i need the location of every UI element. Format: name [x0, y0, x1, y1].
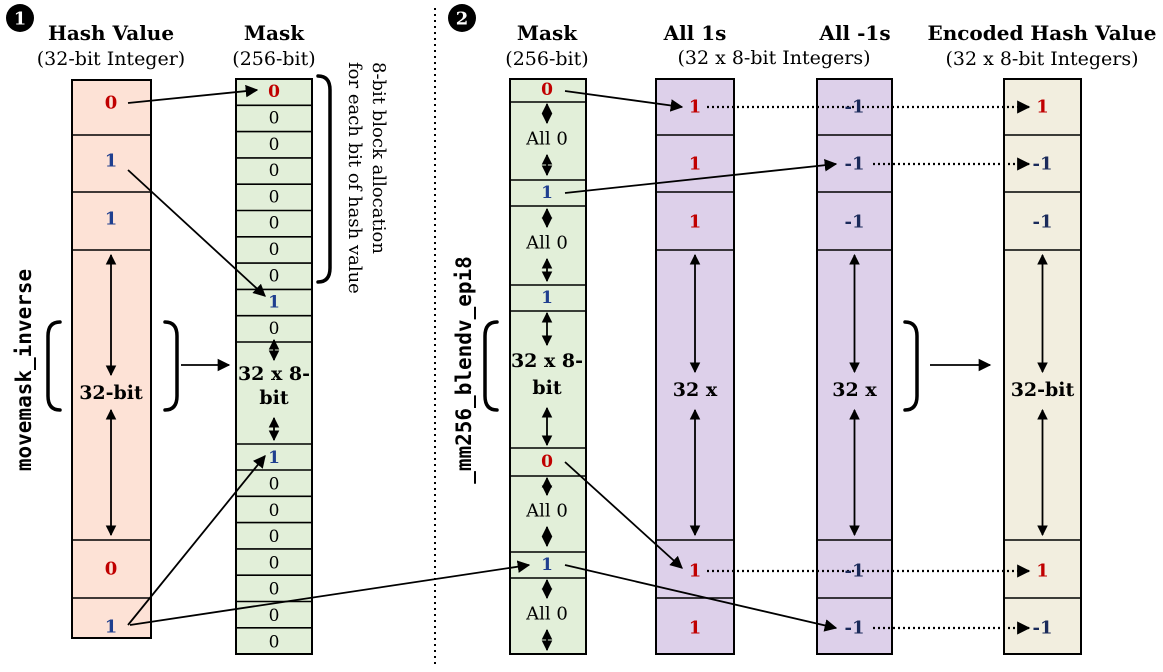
all-neg-ones-cell-0: -1 [845, 97, 865, 118]
encoded-cell-3: 1 [1036, 561, 1049, 582]
blendv-label: _mm256_blendv_epi8 [452, 256, 476, 484]
encoded-column [1003, 78, 1082, 655]
hash-span-label: 32-bit [79, 382, 143, 404]
mask1-bottom-cell-3: 0 [269, 527, 280, 547]
arrow-hash1-to-mask [127, 169, 266, 297]
hash-cell-3: 0 [105, 559, 118, 580]
mask1-bottom-cell-5: 0 [269, 580, 280, 600]
mask1-top-cell-6: 0 [269, 240, 280, 260]
block-allocation-annotation: 8-bit block allocationfor each bit of ha… [344, 62, 389, 294]
all-neg-ones-cell-1: -1 [845, 154, 865, 175]
all-ones-cell-0: 1 [689, 97, 702, 118]
mask2-marker-1: 1 [541, 183, 553, 203]
hash-subtitle: (32-bit Integer) [37, 48, 185, 70]
mask1-top-cell-4: 0 [269, 187, 280, 207]
encoded-title: Encoded Hash Value [927, 21, 1156, 45]
mask2-run-label-3: All 0 [525, 604, 568, 625]
mask1-top-cell-3: 0 [269, 161, 280, 181]
all-neg-ones-cell-3: -1 [845, 561, 865, 582]
mask2-left-bracket [483, 320, 499, 412]
arrow-mask-3-to-ones [564, 461, 683, 569]
all-neg-ones-cell-4: -1 [845, 618, 865, 639]
encoded-cell-2: -1 [1033, 212, 1053, 233]
encoded-span-label: 32-bit [1011, 379, 1075, 401]
mask2-marker-0: 0 [541, 80, 553, 100]
all-ones-cell-1: 1 [689, 154, 702, 175]
mask1-top-cell-5: 0 [269, 214, 280, 234]
mask1-top-cell-2: 0 [269, 135, 280, 155]
hash-cell-1: 1 [105, 151, 118, 172]
mask2-marker-4: 1 [541, 555, 553, 575]
all-ones-cell-4: 1 [689, 618, 702, 639]
annotation-line-1: 8-bit block allocation [368, 62, 389, 254]
hash-cell-4: 1 [105, 617, 118, 638]
movemask-inverse-label: movemask_inverse [12, 269, 36, 471]
mask1-top-cell-1: 0 [269, 108, 280, 128]
mask1-top-cell-7: 0 [269, 266, 280, 286]
badge-1-circle [6, 4, 34, 32]
mask2-span-line-2: bit [532, 377, 562, 399]
arrow-hash-to-mask2 [129, 560, 531, 626]
hash-left-bracket [46, 320, 62, 412]
mask1-column [235, 78, 313, 655]
mask1-bottom-cell-1: 0 [269, 474, 280, 494]
mask1-top-cell-0: 0 [268, 82, 280, 102]
hash-right-bracket [163, 320, 179, 412]
mask1-span-label: 32 x 8-bit [238, 363, 310, 409]
mask1-annotation-bracket [316, 74, 332, 284]
mask1-bottom-cell-4: 0 [269, 553, 280, 573]
hash-title: Hash Value [48, 21, 174, 45]
mask1-title: Mask [244, 21, 305, 45]
all-ones-span-label: 32 x [673, 379, 718, 401]
hash-cell-0: 0 [105, 93, 118, 114]
badge-1-number: 1 [14, 9, 27, 30]
labels: 1 2 movemask_inverse _mm256_blendv_epi8 Hash… [12, 9, 1157, 653]
arrow-mask-0-to-ones [564, 90, 684, 112]
all-neg-ones-title: All -1s [818, 21, 890, 45]
arrow-hashlast-to-mask [127, 455, 266, 626]
encoded-subtitle: (32 x 8-bit Integers) [945, 48, 1138, 70]
mask2-run-label-0: All 0 [525, 129, 568, 150]
encoded-cell-1: -1 [1033, 154, 1053, 175]
all-neg-ones-span-label: 32 x [832, 379, 877, 401]
neg-ones-right-bracket [903, 320, 919, 412]
mask1-span-line-2: bit [259, 387, 289, 409]
arrow-hash0-to-mask [127, 84, 259, 104]
mask2-title: Mask [517, 21, 578, 45]
all-ones-title: All 1s [663, 21, 727, 45]
arrows-and-braces [46, 8, 1048, 668]
mask2-span-label: 32 x 8- bit [511, 350, 583, 399]
all-neg-ones-cell-2: -1 [845, 212, 865, 233]
mask2-run-label-1: All 0 [525, 233, 568, 254]
arrow-mask-1-to-neg-ones [564, 158, 838, 194]
encoded-cell-4: -1 [1033, 618, 1053, 639]
mask1-subtitle: (256-bit) [232, 48, 315, 70]
all-columns-subtitle: (32 x 8-bit Integers) [677, 47, 870, 69]
mask2-run-label-2: All 0 [525, 501, 568, 522]
mask2-subtitle: (256-bit) [505, 48, 588, 70]
encoded-cell-0: 1 [1036, 97, 1049, 118]
mask1-top-cell-8: 1 [268, 293, 280, 313]
mask1-bottom-cell-0: 1 [268, 448, 280, 468]
mask1-bottom-cell-7: 0 [269, 632, 280, 652]
hash-cell-2: 1 [105, 209, 118, 230]
badge-2-number: 2 [456, 9, 469, 30]
mask2-span-line-1: 32 x 8- [511, 350, 583, 372]
all-ones-cell-2: 1 [689, 212, 702, 233]
mask1-bottom-cell-6: 0 [269, 606, 280, 626]
mask1-top-cell-9: 0 [269, 319, 280, 339]
column-boxes [6, 4, 1082, 655]
mask2-marker-3: 0 [541, 452, 553, 472]
mask1-span-line-1: 32 x 8- [238, 363, 310, 385]
mask2-marker-2: 1 [541, 288, 553, 308]
arrow-mask-4-to-neg-ones [564, 564, 838, 632]
badge-2-circle [448, 4, 476, 32]
annotation-line-2: for each bit of hash value [344, 62, 365, 294]
all-ones-cell-3: 1 [689, 561, 702, 582]
mask1-bottom-cell-2: 0 [269, 501, 280, 521]
